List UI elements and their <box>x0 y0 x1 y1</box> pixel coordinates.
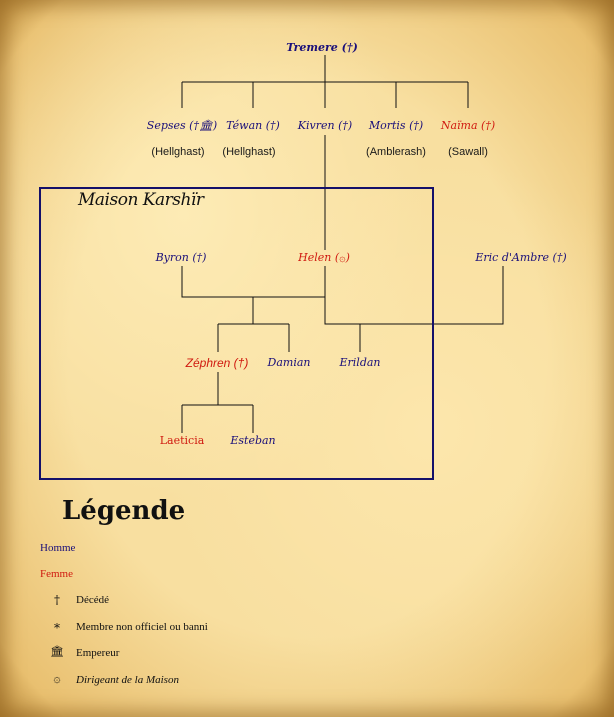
person-byron: Byron (†) <box>155 251 207 264</box>
legend-title: Légende <box>62 496 186 526</box>
house-karshir-box <box>39 187 434 480</box>
person-zephren: Zéphren (†) <box>185 356 249 370</box>
emperor-icon: 🏛 <box>50 645 64 658</box>
person-tewan: Téwan (†) <box>226 119 280 132</box>
person-esteban: Esteban <box>230 434 276 447</box>
helen-name: Helen ( <box>298 251 340 264</box>
person-eric: Eric d'Ambre (†) <box>475 251 567 264</box>
person-laeticia: Laeticia <box>159 434 205 447</box>
person-tremere: Tremere (†) <box>286 41 358 54</box>
legend-unofficial: Membre non officiel ou banni <box>76 621 208 633</box>
dagger-icon: † <box>54 593 60 607</box>
legend-house-leader: Dirigeant de la Maison <box>76 674 179 686</box>
legend-female: Femme <box>40 568 73 580</box>
person-mortis: Mortis (†) <box>368 119 424 132</box>
legend-deceased: Décédé <box>76 594 109 606</box>
connector-byron-helen <box>181 266 504 325</box>
asterisk-icon: * <box>54 621 60 635</box>
connector-children <box>217 297 361 352</box>
person-kivren: Kivren (†) <box>297 119 353 132</box>
house-leader-icon: ۞ <box>53 671 61 685</box>
person-erildan: Erildan <box>339 356 381 369</box>
house-label-sepses: (Hellghast) <box>151 146 205 158</box>
house-label-tewan: (Hellghast) <box>222 146 276 158</box>
legend-emperor: Empereur <box>76 647 120 659</box>
house-label-mortis: (Amblerash) <box>366 146 426 158</box>
house-label-naima: (Sawall) <box>448 146 488 158</box>
connector-zephren <box>181 372 254 433</box>
helen-close: ) <box>345 251 350 264</box>
person-helen: Helen (۞) <box>298 251 350 264</box>
person-sepses: Sepses (†🏛) <box>146 119 218 132</box>
legend-male: Homme <box>40 542 76 554</box>
person-damian: Damian <box>267 356 311 369</box>
connector-root <box>181 55 469 108</box>
house-leader-icon: ۞ <box>339 251 346 264</box>
house-title: Maison Karshïr <box>78 190 204 210</box>
person-naima: Naïma (†) <box>440 119 496 132</box>
